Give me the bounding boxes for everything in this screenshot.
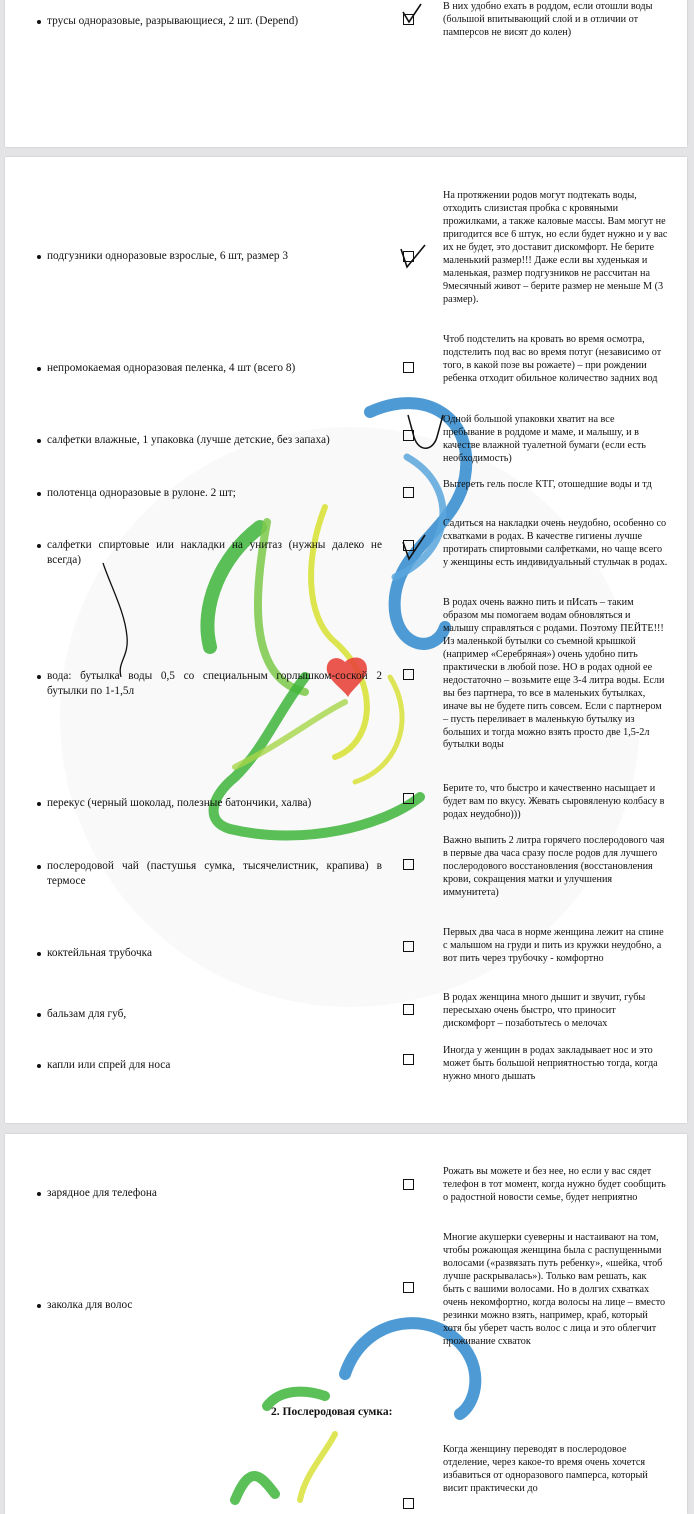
item-label: капли или спрей для носа [47, 1059, 171, 1071]
item-label: подгузники одноразовые взрослые, 6 шт, р… [47, 250, 288, 262]
item-label: салфетки влажные, 1 упаковка (лучше детс… [47, 434, 330, 446]
list-item: бальзам для губ, [37, 1007, 382, 1022]
list-item: капли или спрей для носа [37, 1058, 382, 1073]
bullet [37, 865, 41, 869]
list-item: непромокаемая одноразовая пеленка, 4 шт … [37, 361, 382, 376]
item-note: Садиться на накладки очень неудобно, осо… [443, 518, 668, 568]
item-note: В них удобно ехать в роддом, если отошли… [443, 1, 653, 38]
list-item: подгузники одноразовые взрослые, 6 шт, р… [37, 249, 382, 264]
bullet [37, 1304, 41, 1308]
item-note: Когда женщину переводят в послеродовое о… [443, 1444, 648, 1494]
checkbox[interactable] [403, 487, 414, 498]
bullet [37, 675, 41, 679]
document-page-3: зарядное для телефона Рожать вы можете и… [5, 1134, 687, 1514]
list-item: салфетки спиртовые или накладки на унита… [37, 538, 382, 569]
checkbox[interactable] [403, 430, 414, 441]
checkbox[interactable] [403, 793, 414, 804]
checkbox[interactable] [403, 1179, 414, 1190]
bullet [37, 492, 41, 496]
list-item: трусы одноразовые, разрывающиеся, 2 шт. … [37, 14, 382, 29]
item-note: На протяжении родов могут подтекать воды… [443, 190, 668, 305]
item-note: Иногда у женщин в родах закладывает нос … [443, 1045, 658, 1082]
bullet [37, 952, 41, 956]
item-note: Важно выпить 2 литра горячего послеродов… [443, 835, 665, 898]
item-note: В родах женщина много дышит и звучит, гу… [443, 992, 646, 1029]
list-item: вода: бутылка воды 0,5 со специальным го… [37, 669, 382, 700]
document-page-1: трусы одноразовые, разрывающиеся, 2 шт. … [5, 0, 687, 147]
document-page-2: подгузники одноразовые взрослые, 6 шт, р… [5, 157, 687, 1123]
item-label: вода: бутылка воды 0,5 со специальным го… [47, 670, 382, 698]
list-item: послеродовой чай (пастушья сумка, тысяче… [37, 859, 382, 890]
item-note: Одной большой упаковки хватит на все пре… [443, 414, 646, 464]
list-item: перекус (черный шоколад, полезные батонч… [37, 796, 382, 811]
list-item: зарядное для телефона [37, 1186, 382, 1201]
list-item: салфетки влажные, 1 упаковка (лучше детс… [37, 433, 382, 448]
checkbox[interactable] [403, 859, 414, 870]
checkbox[interactable] [403, 669, 414, 680]
bullet [37, 255, 41, 259]
item-label: бальзам для губ, [47, 1008, 127, 1020]
item-note: Вытереть гель после КТГ, отошедшие воды … [443, 479, 652, 490]
checkbox[interactable] [403, 941, 414, 952]
item-note: Берите то, что быстро и качественно насы… [443, 783, 665, 820]
item-label: полотенца одноразовые в рулоне. 2 шт; [47, 487, 236, 499]
checkbox[interactable] [403, 540, 414, 551]
list-item: заколка для волос [37, 1298, 382, 1313]
item-label: послеродовой чай (пастушья сумка, тысяче… [47, 860, 382, 888]
item-note: Чтоб подстелить на кровать во время осмо… [443, 334, 662, 384]
bullet [37, 439, 41, 443]
checkbox[interactable] [403, 14, 414, 25]
list-item: коктейльная трубочка [37, 946, 382, 961]
list-item: полотенца одноразовые в рулоне. 2 шт; [37, 486, 382, 501]
checkbox[interactable] [403, 1282, 414, 1293]
bullet [37, 1192, 41, 1196]
item-label: заколка для волос [47, 1299, 133, 1311]
item-label: зарядное для телефона [47, 1187, 157, 1199]
section-title: 2. Послеродовая сумка: [271, 1406, 393, 1418]
bullet [37, 802, 41, 806]
checkbox[interactable] [403, 362, 414, 373]
bullet [37, 1013, 41, 1017]
bullet [37, 1064, 41, 1068]
item-note: В родах очень важно пить и пИсать – таки… [443, 597, 665, 751]
item-label: трусы одноразовые, разрывающиеся, 2 шт. … [47, 15, 299, 27]
item-label: салфетки спиртовые или накладки на унита… [47, 539, 382, 567]
item-label: перекус (черный шоколад, полезные батонч… [47, 797, 312, 809]
item-note: Многие акушерки суеверны и настаивают на… [443, 1232, 666, 1347]
bullet [37, 20, 41, 24]
checkbox[interactable] [403, 251, 414, 262]
checkbox[interactable] [403, 1004, 414, 1015]
checkbox[interactable] [403, 1054, 414, 1065]
bullet [37, 544, 41, 548]
bullet [37, 367, 41, 371]
item-note: Первых два часа в норме женщина лежит на… [443, 927, 664, 964]
item-label: непромокаемая одноразовая пеленка, 4 шт … [47, 362, 296, 374]
item-note: Рожать вы можете и без нее, но если у ва… [443, 1166, 666, 1203]
item-label: коктейльная трубочка [47, 947, 152, 959]
